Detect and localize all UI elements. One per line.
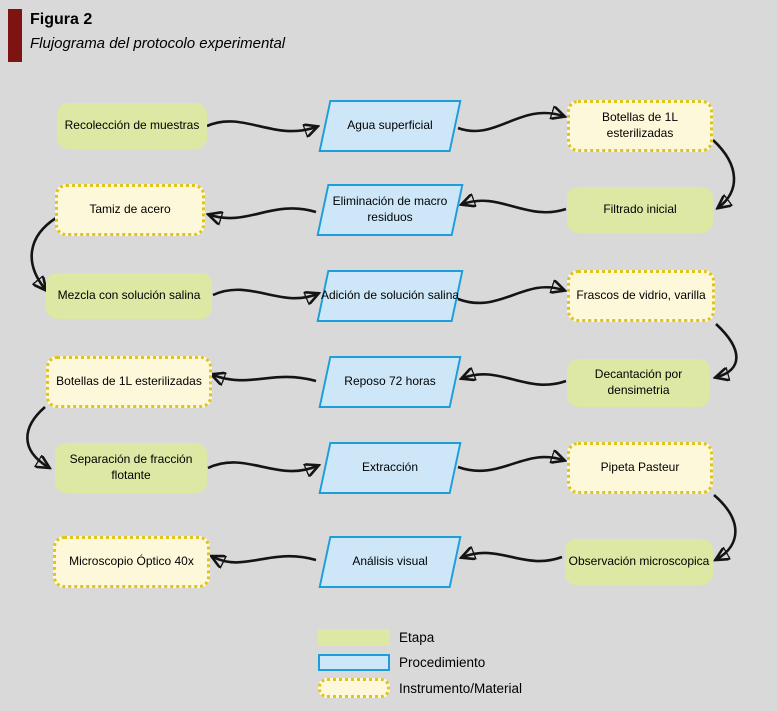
node-label: Recolección de muestras <box>64 118 200 133</box>
node-label: Mezcla con solución salina <box>57 288 201 303</box>
flow-arrow <box>463 374 567 386</box>
legend-label-etapa: Etapa <box>399 630 435 645</box>
node-material-microscopio-optico-40x: Microscopio Óptico 40x <box>53 536 210 588</box>
node-label: Reposo 72 horas <box>344 374 436 389</box>
legend-swatch-procedimiento <box>318 654 390 671</box>
flow-arrow <box>206 120 316 131</box>
flow-arrow <box>30 216 57 289</box>
node-procedimiento-analisis-visual: Análisis visual <box>315 536 465 588</box>
node-label: Separación de fracción flotante <box>69 452 193 482</box>
flow-arrow <box>463 201 567 214</box>
node-label: Botellas de 1L esterilizadas <box>601 110 679 140</box>
node-material-botellas-1l: Botellas de 1L esterilizadas <box>567 100 713 152</box>
legend-label-procedimiento: Procedimiento <box>399 655 486 670</box>
node-label: Microscopio Óptico 40x <box>69 554 194 569</box>
node-material-tamiz-de-acero: Tamiz de acero <box>55 184 205 236</box>
flow-arrow <box>716 323 738 377</box>
node-procedimiento-agua-superficial: Agua superficial <box>315 100 465 152</box>
legend-swatch-etapa <box>318 629 390 646</box>
node-etapa-observacion-microscopica: Observación microscopica <box>565 539 713 585</box>
figure-accent-bar <box>8 9 22 62</box>
figure-label: Figura 2 <box>30 11 93 28</box>
node-etapa-decantacion-densimetria: Decantación por densimetria <box>567 359 710 407</box>
flow-arrow <box>212 288 317 298</box>
flow-arrow <box>213 375 317 381</box>
node-etapa-recoleccion-de-muestras: Recolección de muestras <box>57 103 207 149</box>
flow-arrow <box>457 457 563 473</box>
flow-arrow <box>457 113 563 133</box>
flow-arrow <box>463 553 563 563</box>
node-procedimiento-extraccion: Extracción <box>315 442 465 494</box>
flow-arrow <box>457 287 563 305</box>
node-label: Análisis visual <box>352 554 428 569</box>
node-procedimiento-eliminacion-macro-residuos: Eliminación de macro residuos <box>313 184 467 236</box>
node-material-botellas-1l-esterilizadas: Botellas de 1L esterilizadas <box>46 356 212 408</box>
node-label: Filtrado inicial <box>603 202 677 217</box>
flow-arrow <box>207 461 317 471</box>
node-label: Tamiz de acero <box>89 202 171 217</box>
node-label: Agua superficial <box>347 118 433 133</box>
flow-arrow <box>213 556 317 562</box>
flow-arrow <box>714 494 737 559</box>
flow-arrow <box>210 207 317 218</box>
node-procedimiento-adicion-solucion-salina: Adición de solución salina <box>313 270 467 322</box>
node-etapa-separacion-fraccion-flotante: Separación de fracción flotante <box>55 443 207 493</box>
node-label: Pipeta Pasteur <box>600 460 680 475</box>
node-procedimiento-reposo-72-horas: Reposo 72 horas <box>315 356 465 408</box>
node-label: Adición de solución salina <box>320 288 460 303</box>
legend-swatch-instrumento-material <box>318 678 390 698</box>
node-label: Frascos de vidrio, varilla <box>576 288 706 303</box>
node-label: Eliminación de macro residuos <box>332 194 448 224</box>
node-etapa-filtrado-inicial: Filtrado inicial <box>567 187 713 233</box>
node-material-pipeta-pasteur: Pipeta Pasteur <box>567 442 713 494</box>
node-etapa-mezcla-solucion-salina: Mezcla con solución salina <box>46 273 212 319</box>
node-label: Botellas de 1L esterilizadas <box>56 374 202 389</box>
node-label: Observación microscopica <box>568 554 710 569</box>
flow-arrow <box>26 406 48 467</box>
legend-label-instrumento-material: Instrumento/Material <box>399 681 523 696</box>
node-label: Decantación por densimetria <box>594 367 683 397</box>
flow-arrow <box>712 139 736 207</box>
node-material-frascos-vidrio-varilla: Frascos de vidrio, varilla <box>567 270 715 322</box>
figure-caption: Flujograma del protocolo experimental <box>30 35 286 52</box>
node-label: Extracción <box>361 460 419 475</box>
